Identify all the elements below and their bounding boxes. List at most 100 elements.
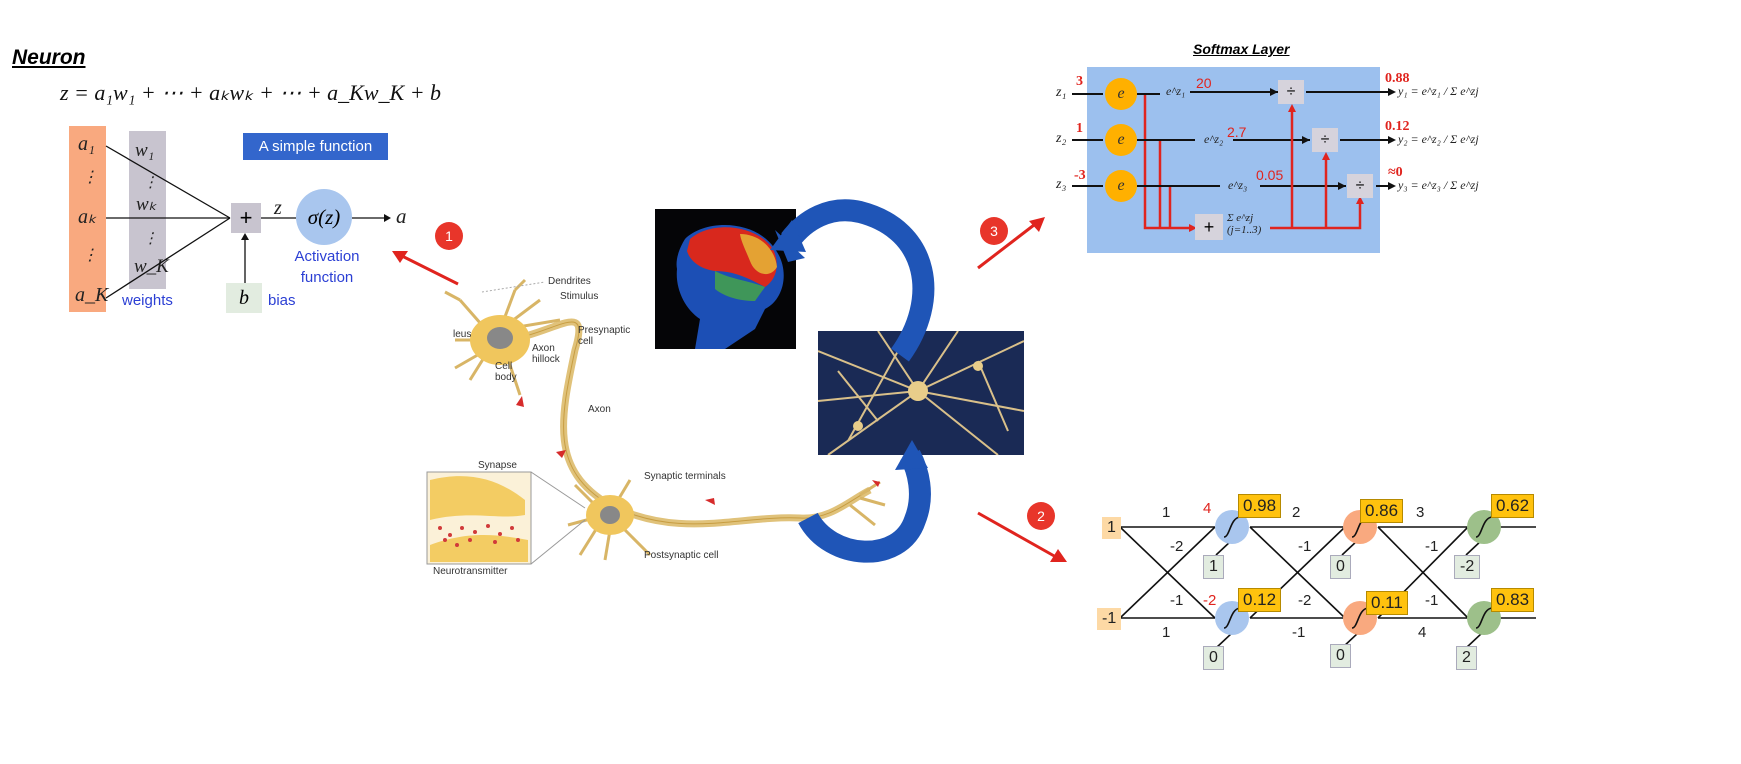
label-presynaptic: Presynaptic cell: [578, 325, 631, 347]
exp-label-2: e^z₂: [1204, 132, 1224, 146]
exp-node-3: e: [1105, 170, 1137, 202]
activation-node: σ(z): [296, 189, 352, 245]
l3-weight-3: -1: [1425, 592, 1439, 609]
l3-weight-4: 4: [1418, 624, 1427, 641]
sum-node: +: [231, 203, 261, 233]
l2-weight-2: -1: [1298, 538, 1312, 555]
l3-bias-2: 2: [1456, 646, 1477, 670]
network-input-2: -1: [1097, 608, 1122, 630]
l2-weight-3: -2: [1298, 592, 1312, 609]
softmax-input-z3: z₃: [1056, 177, 1067, 192]
exp-node-1: e: [1105, 78, 1137, 110]
neuron-equation: z = a₁w₁ + ⋯ + aₖwₖ + ⋯ + a_Kw_K + b: [60, 80, 442, 105]
input-dots-1: ⋮: [82, 169, 98, 186]
label-axon-hillock: Axon hillock: [532, 343, 560, 365]
weight-w1: w₁: [135, 140, 155, 161]
l2-output-1: 0.86: [1360, 499, 1404, 523]
marker-1: 1: [435, 222, 463, 250]
l1-weight-2: -2: [1170, 538, 1184, 555]
l2-weight-4: -1: [1292, 624, 1306, 641]
label-synaptic-terminals: Synaptic terminals: [644, 471, 726, 482]
l3-output-1: 0.62: [1491, 494, 1535, 518]
l1-bias-2: 0: [1203, 646, 1224, 670]
softmax-title: Softmax Layer: [1193, 41, 1290, 57]
divide-node-3: ÷: [1347, 174, 1373, 198]
softmax-output-value-1: 0.88: [1385, 71, 1410, 86]
neuron-lines: [105, 145, 391, 299]
l1-bias-1: 1: [1203, 555, 1224, 579]
weight-wK: w_K: [134, 256, 169, 277]
softmax-output-formula-1: y₁ = e^z₁ / Σ e^zj: [1398, 84, 1479, 98]
exp-value-2: 2.7: [1227, 124, 1247, 140]
input-aK: a_K: [75, 284, 109, 306]
label-nucleus: leus: [453, 329, 472, 340]
network-input-1: 1: [1102, 517, 1121, 539]
softmax-output-formula-2: y₂ = e^z₂ / Σ e^zj: [1398, 132, 1479, 146]
weight-dots-1: ⋮: [143, 175, 158, 191]
activation-symbol: σ(z): [307, 204, 341, 229]
label-stimulus: Stimulus: [560, 291, 599, 302]
softmax-sum-label: Σ e^zj (j=1..3): [1227, 212, 1262, 236]
softmax-value-z3: -3: [1074, 168, 1086, 183]
l1-pre-1: 4: [1203, 500, 1212, 517]
softmax-sum-node: +: [1195, 214, 1223, 240]
l3-output-2: 0.83: [1491, 588, 1535, 612]
exp-node-label-2: e: [1117, 131, 1125, 148]
l3-bias-1: -2: [1454, 555, 1481, 579]
weight-wk: wₖ: [136, 194, 157, 215]
label-dendrites: Dendrites: [548, 276, 591, 287]
bias-symbol: b: [239, 286, 249, 309]
input-a1: a₁: [78, 133, 95, 155]
softmax-value-z1: 3: [1076, 74, 1083, 89]
exp-node-label-3: e: [1117, 177, 1125, 194]
label-postsynaptic: Postsynaptic cell: [644, 550, 719, 561]
softmax-input-z2: z₂: [1056, 131, 1067, 146]
output-a: a: [396, 204, 407, 228]
l1-output-1: 0.98: [1238, 494, 1282, 518]
softmax-output-value-3: ≈0: [1388, 165, 1403, 180]
softmax-value-z2: 1: [1076, 121, 1083, 136]
l1-weight-4: 1: [1162, 624, 1171, 641]
exp-label-3: e^z₃: [1228, 178, 1248, 192]
divide-node-1: ÷: [1278, 80, 1304, 104]
l2-bias-2: 0: [1330, 644, 1351, 668]
l1-pre-2: -2: [1203, 592, 1217, 609]
l1-output-2: 0.12: [1238, 588, 1282, 612]
softmax-output-formula-3: y₃ = e^z₃ / Σ e^zj: [1398, 178, 1479, 192]
simple-function-badge: A simple function: [243, 133, 388, 160]
label-neurotransmitter: Neurotransmitter: [433, 566, 508, 577]
l3-weight-1: 3: [1416, 504, 1425, 521]
exp-value-1: 20: [1196, 75, 1212, 91]
weights-label: weights: [122, 292, 173, 309]
z-label: z: [274, 197, 282, 219]
exp-label-1: e^z₁: [1166, 84, 1186, 98]
l1-weight-3: -1: [1170, 592, 1184, 609]
l2-weight-1: 2: [1292, 504, 1301, 521]
weight-dots-2: ⋮: [143, 231, 158, 247]
bias-box: b: [226, 283, 262, 313]
l1-weight-1: 1: [1162, 504, 1171, 521]
brain-image: [655, 209, 796, 349]
l2-output-2: 0.11: [1366, 591, 1408, 615]
label-cell-body: Cell body: [495, 361, 517, 383]
exp-node-label-1: e: [1117, 85, 1125, 102]
input-ak: aₖ: [78, 206, 97, 228]
input-dots-2: ⋮: [82, 247, 98, 264]
exp-value-3: 0.05: [1256, 167, 1284, 183]
divide-symbol-1: ÷: [1286, 83, 1296, 100]
bias-label: bias: [268, 292, 296, 309]
l2-bias-1: 0: [1330, 555, 1351, 579]
sum-symbol: +: [239, 205, 253, 230]
divide-symbol-2: ÷: [1320, 131, 1330, 148]
activation-label: Activation function: [294, 248, 360, 286]
label-synapse: Synapse: [478, 460, 517, 471]
exp-node-2: e: [1105, 124, 1137, 156]
divide-symbol-3: ÷: [1355, 177, 1365, 194]
neuron-title: Neuron: [12, 46, 86, 69]
softmax-input-z1: z₁: [1056, 85, 1067, 100]
label-axon: Axon: [588, 404, 611, 415]
